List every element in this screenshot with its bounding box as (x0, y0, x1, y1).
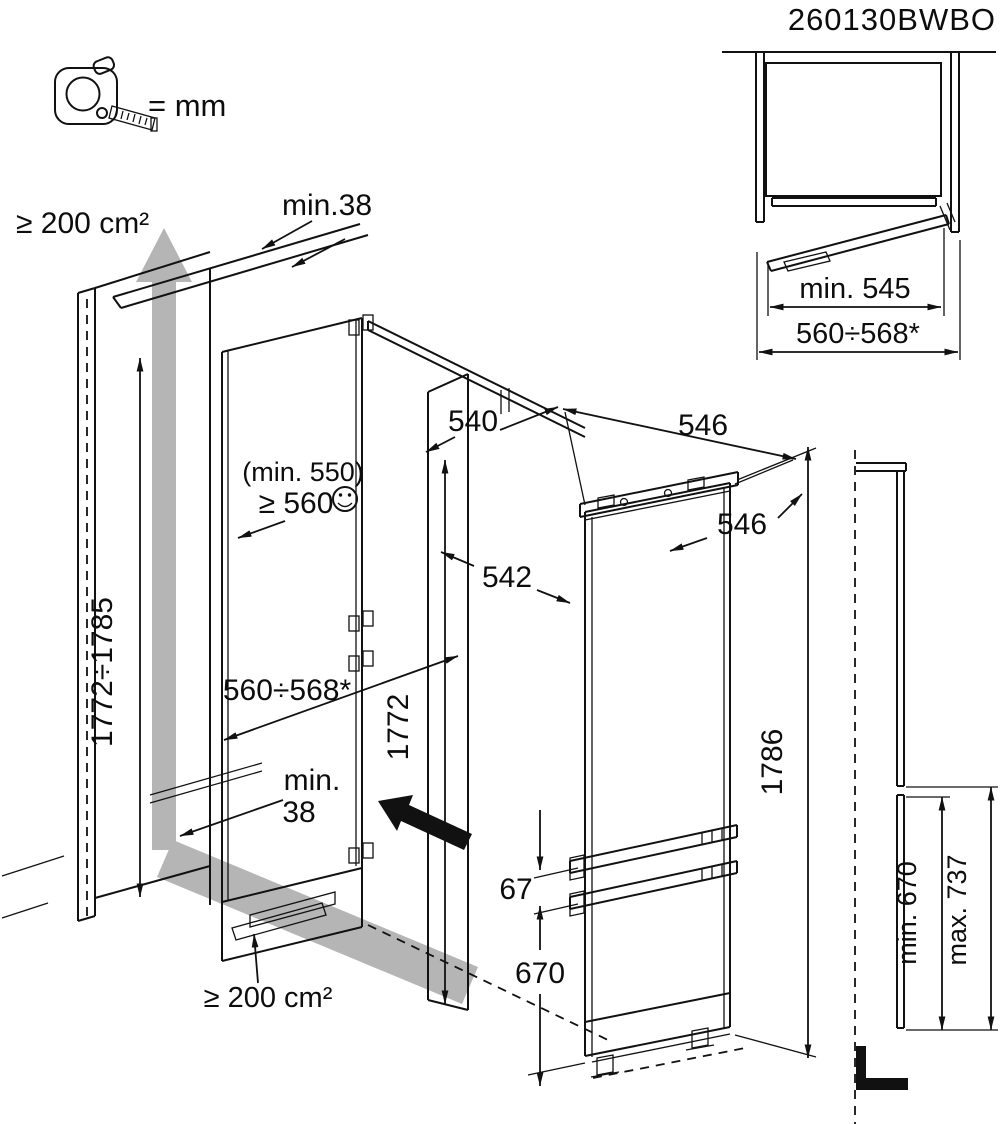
insertion-arrow (378, 795, 472, 850)
mid-rail-lower (569, 860, 738, 917)
plan-dim-depth: min. 545 (767, 228, 945, 316)
dim-542: 542 (440, 551, 571, 604)
top-hinge-rail (579, 471, 739, 518)
door-hinge (348, 610, 374, 632)
plan-appliance-front (771, 197, 937, 207)
plan-door-handle (783, 251, 831, 272)
depth-542-label: 542 (482, 561, 532, 594)
vent-top-label: ≥ 200 cm² (16, 207, 149, 240)
top-gap-callout: min.38 (261, 189, 372, 268)
airflow-up-shaft (152, 280, 176, 850)
floor-guide-dashed (367, 924, 609, 1041)
tape-measure-icon (54, 56, 158, 132)
wall-floor-corner (1, 855, 65, 919)
side-top-cap (856, 462, 907, 472)
header: 260130BWBO = mm (54, 2, 996, 132)
dim-546-top: 546 (562, 408, 797, 506)
airflow-up-arrow (136, 228, 192, 282)
width-top-546-label: 546 (678, 409, 728, 442)
niche-height-label: 1772÷1785 (86, 597, 119, 747)
bottom-gap-callout: min. 38 (149, 762, 341, 837)
plan-dim-width: 560÷568* (756, 240, 961, 360)
dim-540: 540 (425, 405, 559, 453)
clearance-540-label: 540 (448, 405, 498, 438)
appliance-body (584, 482, 731, 1063)
door-gap-67-label: 67 (499, 873, 532, 906)
dim-67-670: 67 670 (499, 810, 586, 1087)
airflow-front-band (157, 840, 478, 1004)
plinth-vent-opening (231, 902, 327, 941)
appliance-view: 540 546 546 542 1772 1786 (378, 405, 817, 1087)
vent-bottom-label: ≥ 200 cm² (204, 982, 333, 1014)
niche-depth-label: ≥ 560 (259, 487, 334, 520)
airflow-graphics (136, 228, 478, 1004)
side-foot-detail (856, 1046, 908, 1090)
dim-546-door: 546 (669, 493, 803, 552)
door-hinge (348, 842, 374, 864)
cabinet-view: ≥ 200 cm² min.38 (1, 189, 609, 1041)
plan-left-wall (755, 52, 765, 223)
width-door-546-label: 546 (717, 508, 767, 541)
cabinet-top-back-edge (94, 251, 211, 289)
product-code: 260130BWBO (788, 2, 996, 37)
dim-1772: 1772 (382, 459, 449, 1005)
bottom-gap-label-min: min. (284, 764, 341, 797)
niche-ceiling (112, 223, 369, 309)
side-lower-door (896, 795, 905, 1029)
niche-depth-note-label: (min. 550) (242, 457, 364, 487)
side-view: min. 670 max. 737 (854, 450, 998, 1124)
bottom-gap-label-38: 38 (282, 796, 315, 829)
cabinet-back-panel (77, 287, 96, 922)
plan-right-wall (950, 52, 960, 233)
plan-hinge-mark (939, 205, 951, 231)
plan-width-label: 560÷568* (796, 318, 920, 350)
niche-height-dim: 1772÷1785 (86, 357, 144, 898)
total-height-1786-label: 1786 (756, 729, 789, 796)
niche-depth-callout: (min. 550) ≥ 560 (237, 457, 364, 539)
niche-floor-edge (94, 865, 211, 899)
dim-1786: 1786 (734, 446, 817, 1059)
plan-view: min. 545 560÷568* (722, 51, 996, 360)
height-1772-label: 1772 (382, 694, 415, 761)
niche-width-dim: 560÷568* (223, 655, 459, 741)
cabinet-side-panel (427, 373, 469, 1011)
unit-legend: = mm (148, 88, 226, 123)
plan-appliance-body (765, 62, 942, 197)
freezer-door-bottom-edge (584, 992, 731, 1023)
smiley-face-icon (332, 486, 358, 512)
side-dims: min. 670 max. 737 (892, 786, 998, 1031)
side-max-label: max. 737 (942, 854, 972, 965)
plan-depth-label: min. 545 (799, 273, 910, 305)
freezer-door-670-label: 670 (515, 957, 565, 990)
niche-width-label: 560÷568* (223, 674, 352, 707)
side-upper-door (896, 471, 905, 796)
top-gap-label: min.38 (282, 189, 372, 222)
side-min-label: min. 670 (892, 861, 922, 965)
appliance-feet (590, 1027, 751, 1079)
decor-door (221, 314, 374, 903)
plan-open-door (766, 202, 956, 272)
plinth: ≥ 200 cm² (204, 868, 363, 1014)
mid-rail-upper (569, 824, 738, 881)
